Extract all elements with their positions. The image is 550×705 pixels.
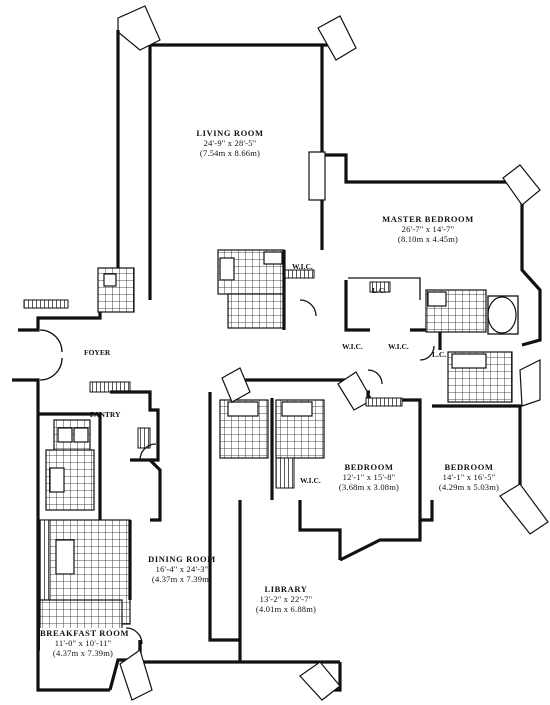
foyer-tag: FOYER (84, 348, 111, 357)
wic-bedroom-tag: W.I.C. (300, 476, 321, 485)
bedroom-baths (219, 367, 373, 560)
dining-room-label: DINING ROOM 16'-4" x 24'-3" (4.37m x 7.3… (148, 554, 216, 584)
living-bath (217, 249, 315, 330)
dining-library-walls (119, 392, 342, 701)
pantry-kitchen (38, 381, 160, 520)
bedroom-walls (339, 359, 549, 562)
pantry-tag: PANTRY (90, 410, 121, 419)
lc-master-tag: L.C. (372, 286, 387, 295)
bedroom-3-label: BEDROOM 14'-1" x 16'-5" (4.29m x 5.03m) (438, 462, 500, 492)
living-room-walls (117, 5, 522, 300)
living-room-label: LIVING ROOM 24'-9" x 28'-5" (7.54m x 8.6… (196, 128, 264, 158)
wic-living-tag: W.I.C. (292, 262, 313, 271)
library-label: LIBRARY 13'-2" x 22'-7" (4.01m x 6.88m) (255, 584, 317, 614)
bedroom-2-label: BEDROOM 12'-1" x 15'-8" (3.68m x 3.08m) (338, 462, 400, 492)
master-bath (369, 281, 519, 403)
master-bedroom-label: MASTER BEDROOM 26'-7" x 14'-7" (8.10m x … (382, 214, 474, 244)
foyer-bath (23, 267, 135, 313)
wic-hall-2-tag: W.I.C. (388, 342, 409, 351)
breakfast-room-label: BREAKFAST ROOM 11'-0" x 10'-11" (4.37m x… (40, 628, 130, 658)
wic-hall-1-tag: W.I.C. (342, 342, 363, 351)
lc-hall-tag: L.C. (432, 350, 447, 359)
door-swings (39, 299, 435, 645)
